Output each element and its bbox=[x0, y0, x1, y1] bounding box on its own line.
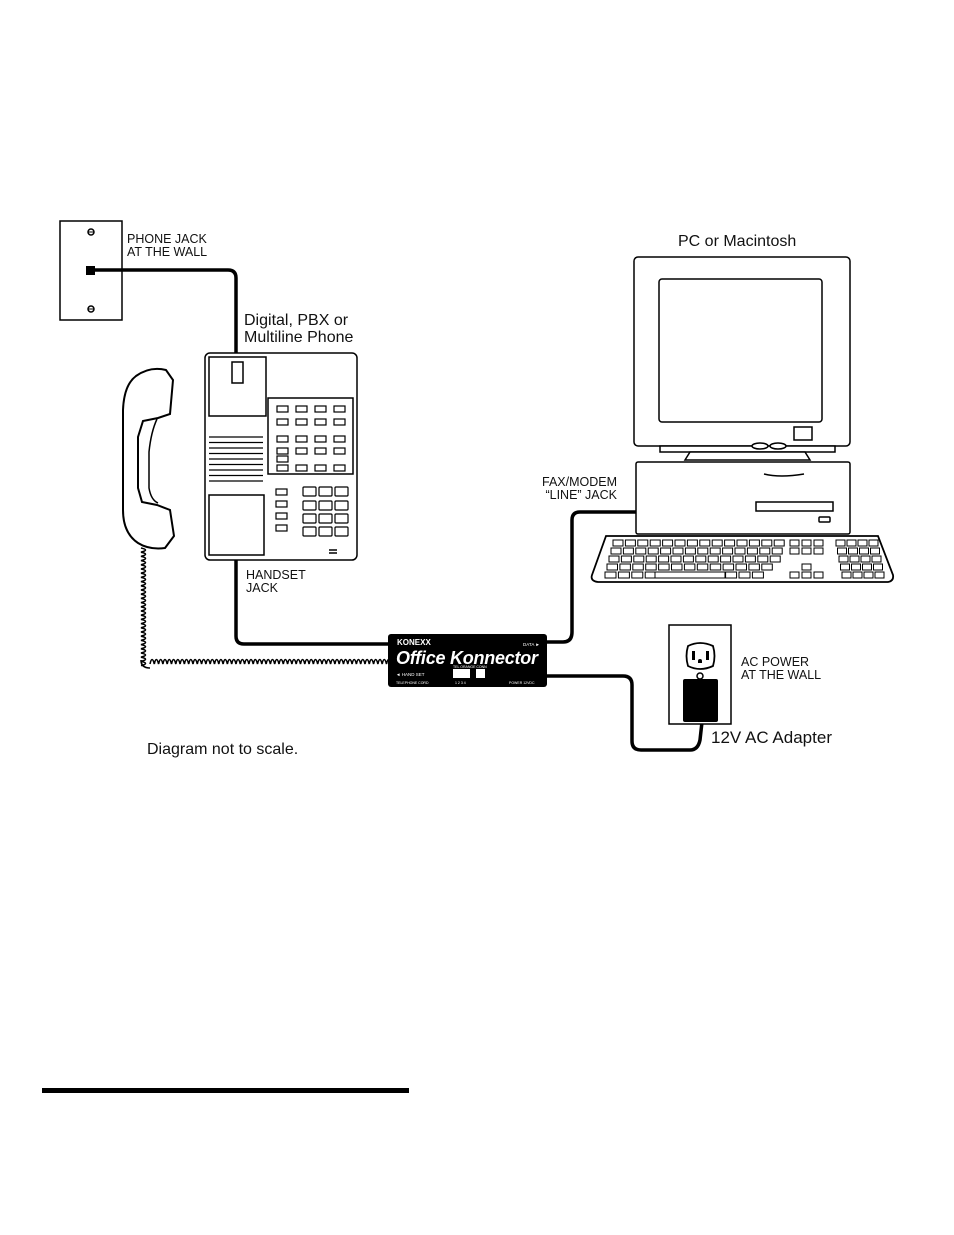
computer-label: PC or Macintosh bbox=[678, 234, 796, 251]
computer-keyboard bbox=[592, 536, 894, 582]
scale-note: Diagram not to scale. bbox=[147, 742, 298, 759]
device-port-power: POWER 12VDC bbox=[509, 681, 535, 685]
coiled-handset-cord bbox=[141, 548, 391, 668]
device-switch-label: TEL ORANGE CONN bbox=[453, 665, 487, 669]
device-port-phone: TELEPHONE CORD bbox=[396, 681, 429, 685]
phone-jack-label: PHONE JACK AT THE WALL bbox=[127, 233, 207, 259]
adapter-label: 12V AC Adapter bbox=[711, 729, 832, 747]
phone-label-line1: Digital, PBX or bbox=[244, 313, 353, 330]
multiline-phone bbox=[205, 353, 357, 560]
phone-label: Digital, PBX or Multiline Phone bbox=[244, 313, 353, 347]
device-brand: KONEXX bbox=[397, 638, 431, 647]
handset-jack-label: HANDSET JACK bbox=[246, 569, 306, 595]
faxmodem-label-line2: “LINE” JACK bbox=[542, 489, 617, 502]
footer-rule bbox=[42, 1088, 409, 1093]
handset-jack-label-line2: JACK bbox=[246, 582, 306, 595]
ac-adapter bbox=[683, 679, 718, 722]
device-port-data: DATA ► bbox=[523, 642, 540, 647]
ac-power-label: AC POWER AT THE WALL bbox=[741, 656, 821, 682]
device-port-handset: ◄ HAND SET bbox=[396, 672, 425, 677]
phone-label-line2: Multiline Phone bbox=[244, 330, 353, 347]
computer-monitor bbox=[634, 257, 850, 460]
computer-case bbox=[636, 462, 850, 534]
phone-jack-label-line2: AT THE WALL bbox=[127, 246, 207, 259]
device-switch-positions: 1 2 3 4 bbox=[455, 681, 466, 685]
faxmodem-label: FAX/MODEM “LINE” JACK bbox=[542, 476, 617, 502]
ac-power-label-line2: AT THE WALL bbox=[741, 669, 821, 682]
